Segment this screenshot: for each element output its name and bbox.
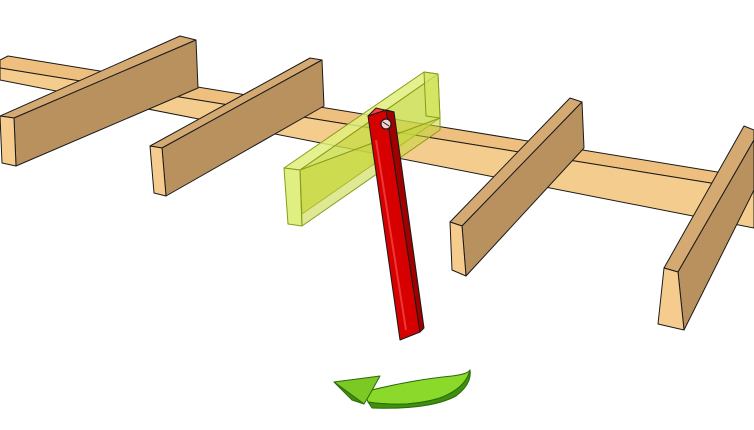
board-4 <box>449 97 585 277</box>
arrow-body-dark <box>367 369 471 409</box>
arrow-body-light <box>363 369 471 405</box>
board-3-preview-side <box>423 71 441 119</box>
board-5-end <box>657 267 685 331</box>
board-3-preview-end <box>283 167 303 227</box>
board-2 <box>149 57 325 197</box>
board-2-end <box>149 145 167 197</box>
red-rotation-handle[interactable] <box>367 107 425 341</box>
green-rotate-arrow-icon <box>333 369 471 409</box>
board-3-preview <box>283 71 441 227</box>
arrow-head-shade <box>333 381 365 405</box>
handle-top-cap[interactable] <box>367 107 395 117</box>
board-4-end <box>449 221 467 277</box>
pivot-screw-slot <box>382 121 390 127</box>
board-5 <box>657 125 754 331</box>
board-1-end <box>0 115 17 167</box>
board-1 <box>0 35 199 167</box>
handle-highlight <box>375 139 407 331</box>
